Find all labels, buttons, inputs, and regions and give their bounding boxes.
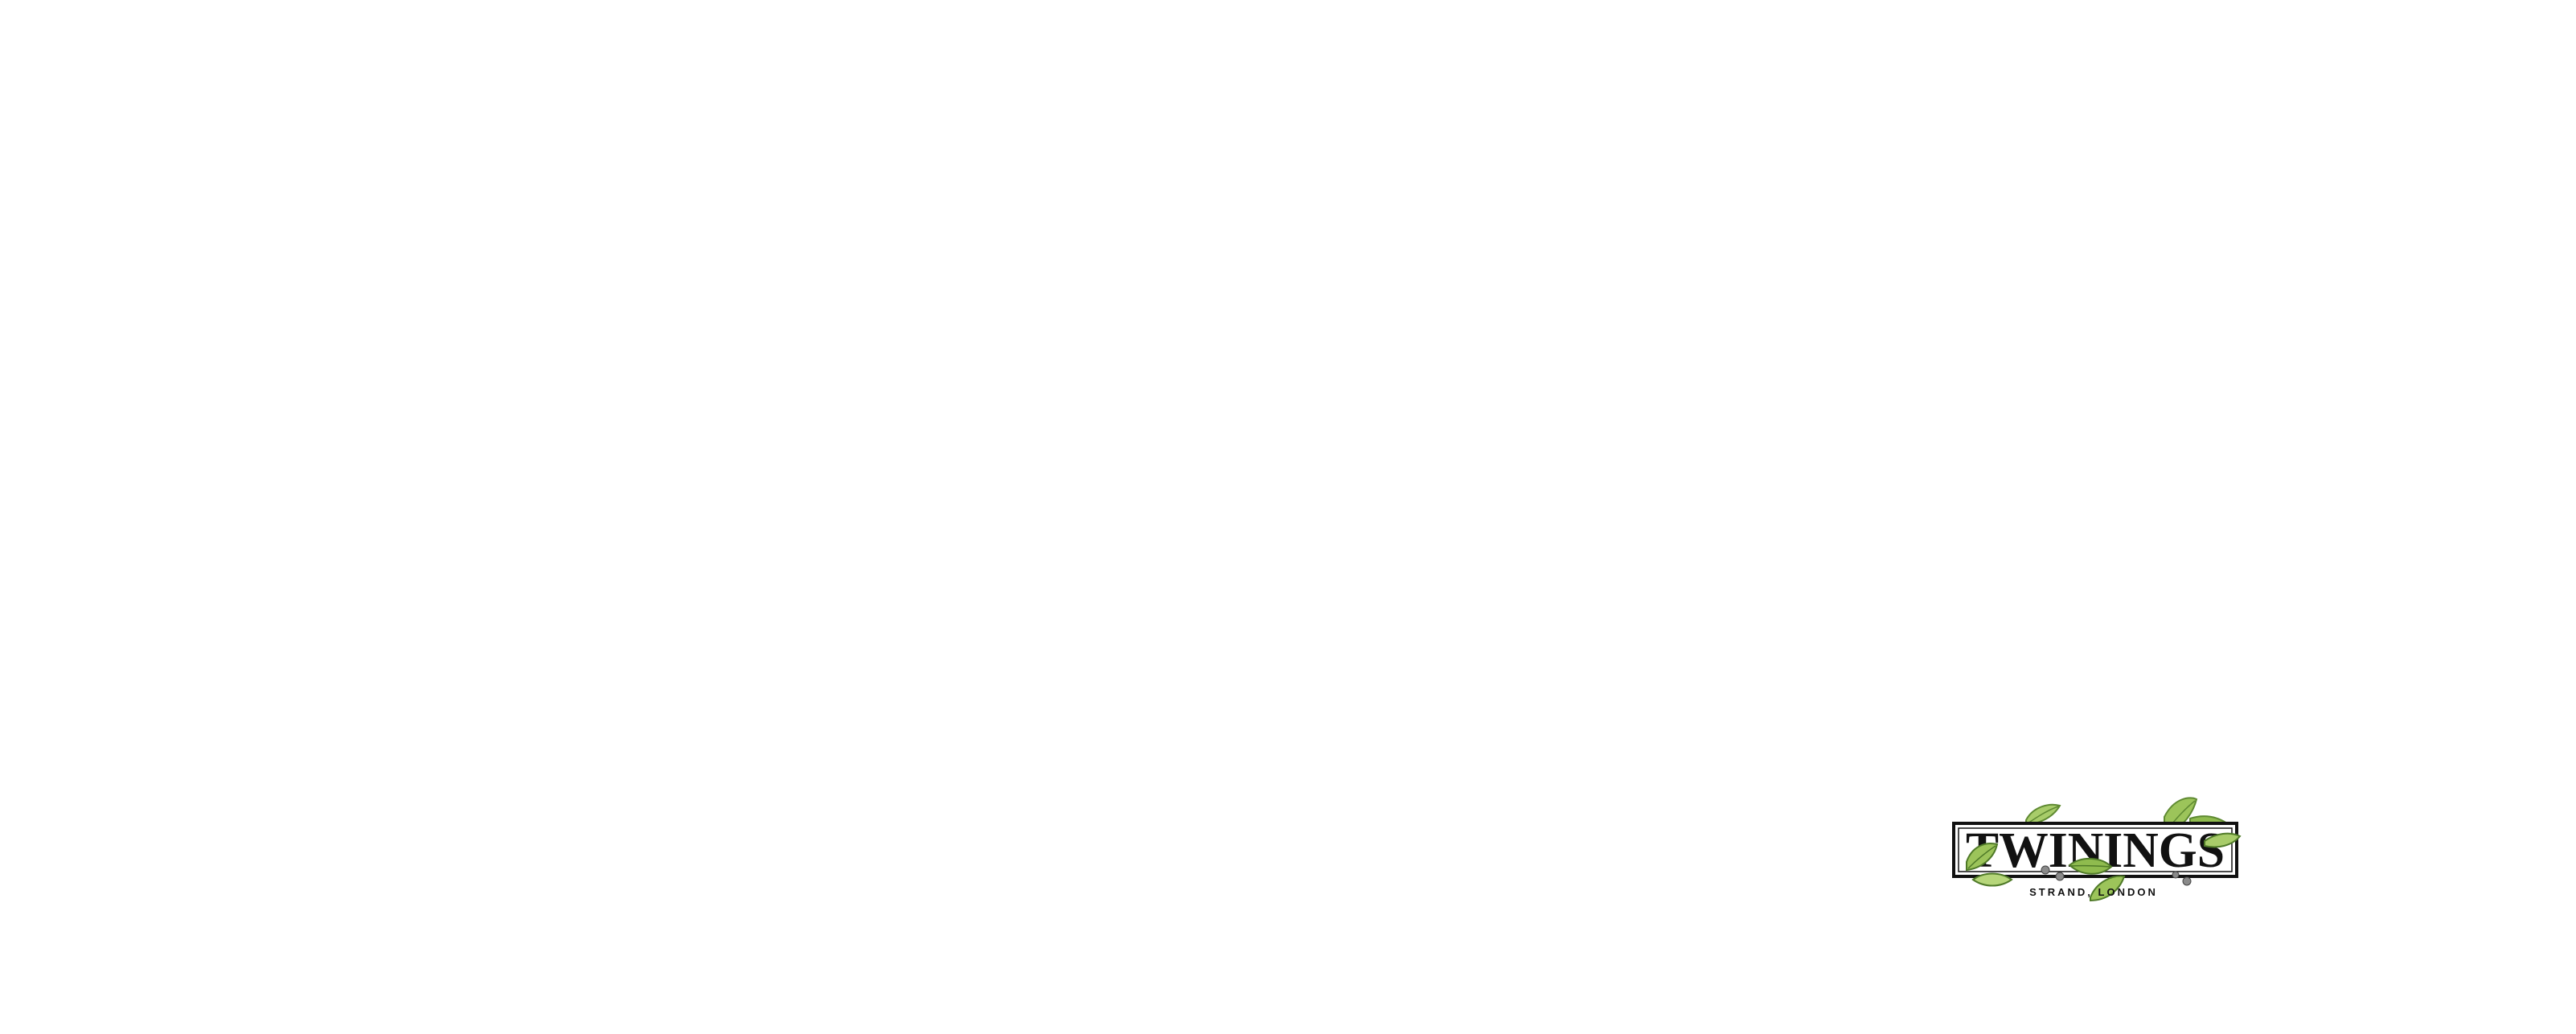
berry-icon — [2041, 865, 2192, 886]
brand-tagline: STRAND, LONDON — [2029, 886, 2158, 898]
twinings-logo-graphic: TWININGS — [1952, 797, 2242, 902]
leaf-icon — [1971, 872, 2013, 887]
brand-logo: TWININGS — [1949, 796, 2246, 915]
leaf-icon — [1966, 843, 1999, 872]
leaf-icon — [2090, 875, 2126, 902]
leaf-icon — [2204, 832, 2242, 848]
leaf-icon — [2068, 858, 2113, 875]
